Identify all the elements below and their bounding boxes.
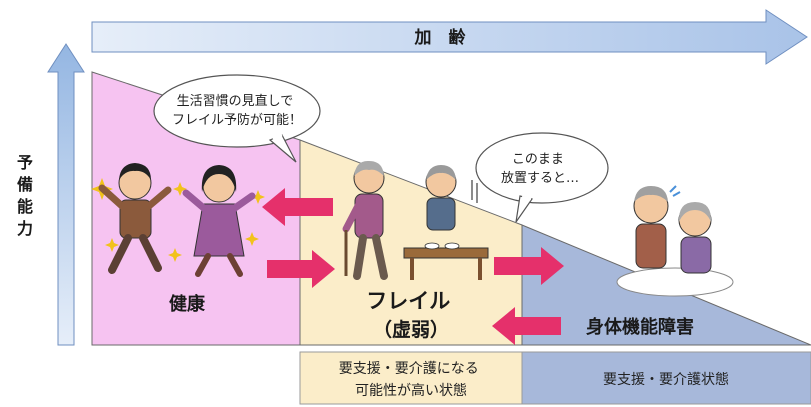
healthy-couple-illustration (91, 163, 265, 277)
frailty-box-text: 要支援・要介護になる 可能性が高い状態 (339, 361, 483, 399)
frail-elderly-illustration (342, 160, 489, 280)
arrow-disability-to-frailty (492, 307, 561, 345)
arrow-healthy-to-frailty (267, 250, 335, 288)
aging-label: 加 齢 (414, 27, 467, 48)
bubble-neglect-text: このまま 放置すると… (501, 152, 579, 186)
arrow-frailty-to-disability (494, 247, 564, 285)
speech-bubble-neglect: このまま 放置すると… (475, 132, 609, 223)
aging-arrow: 加 齢 (91, 9, 808, 65)
bedridden-elderly-illustration (616, 185, 734, 297)
stage-disability-label: 身体機能障害 (586, 316, 694, 338)
speech-bubble-prevention: 生活習慣の見直しで フレイル予防が可能！ (153, 74, 321, 163)
arrow-frailty-to-healthy (262, 188, 333, 226)
bubble-prevention-text: 生活習慣の見直しで フレイル予防が可能！ (172, 93, 302, 128)
stage-frailty-label: フレイル （虚弱） (366, 289, 456, 341)
ability-label: 予 備 能 力 (17, 153, 39, 238)
ability-arrow (47, 43, 85, 346)
stage-healthy-label: 健康 (169, 293, 206, 315)
disability-box-text: 要支援・要介護状態 (603, 372, 729, 388)
disability-box (521, 351, 811, 405)
